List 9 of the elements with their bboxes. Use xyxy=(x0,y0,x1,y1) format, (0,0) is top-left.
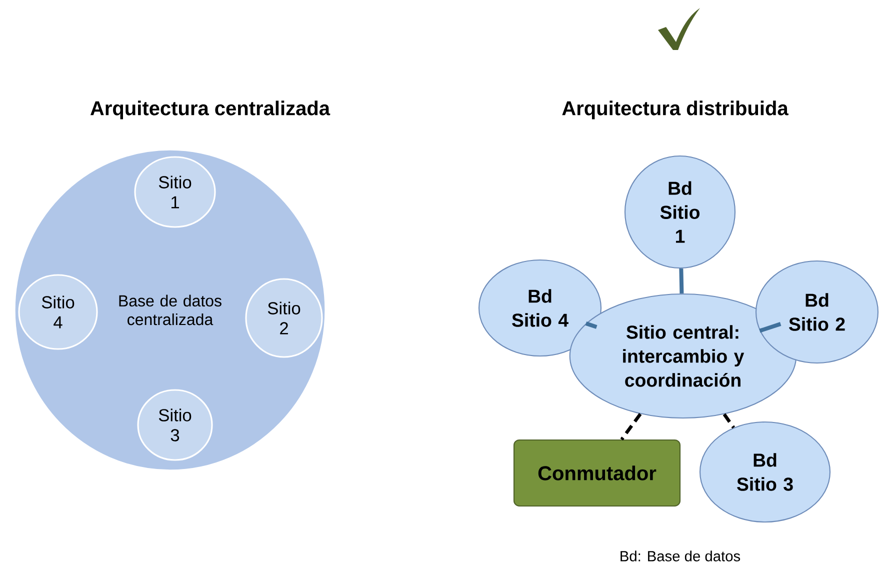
footnote: Bd: Base de datos xyxy=(620,550,740,562)
connector-line xyxy=(722,413,735,429)
connector-line xyxy=(585,322,598,329)
connector-line xyxy=(759,322,782,333)
heading: Arquitectura centralizada xyxy=(90,100,330,120)
connector-line xyxy=(620,412,642,440)
heading: Arquitectura distribuida xyxy=(562,100,788,120)
switch-box: Conmutador xyxy=(513,439,681,507)
connector-line xyxy=(679,268,684,294)
